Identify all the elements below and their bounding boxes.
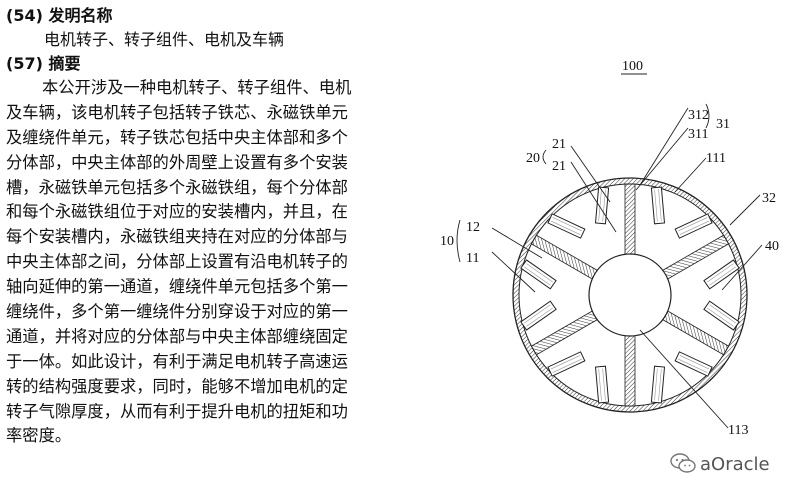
label-10: 10 — [440, 234, 454, 249]
rotor-figure: 100 312 311 31 20 21 21 111 32 10 12 11 … — [400, 0, 800, 498]
abstract-line: 轴向延伸的第一通道，缠绕件单元包括多个第一 — [6, 277, 348, 297]
invention-title: 电机转子、转子组件、电机及车辆 — [44, 30, 285, 49]
abstract-panel: (54) 发明名称 电机转子、转子组件、电机及车辆 (57) 摘要 本公开涉及一… — [6, 4, 406, 449]
label-12: 12 — [466, 220, 480, 235]
abstract-line: 及缠绕件单元，转子铁芯包括中央主体部和多个 — [6, 127, 348, 147]
label-32: 32 — [762, 191, 776, 206]
label-100: 100 — [622, 59, 643, 74]
leader-lines — [456, 103, 763, 429]
label-21-upper: 21 — [552, 137, 566, 152]
label-31: 31 — [716, 117, 730, 132]
label-312: 312 — [688, 108, 709, 123]
label-111: 111 — [706, 151, 726, 166]
abstract-body: 本公开涉及一种电机转子、转子组件、电机 及车辆，该电机转子包括转子铁芯、永磁铁单… — [6, 76, 406, 449]
rotor-diagram: 100 312 311 31 20 21 21 111 32 10 12 11 … — [440, 59, 779, 438]
abstract-line: 和每个永磁铁组位于对应的安装槽内，并且，在 — [6, 202, 348, 222]
abstract-line: 缠绕件，多个第一缠绕件分别穿设于对应的第一 — [6, 302, 348, 322]
label-11: 11 — [466, 251, 479, 266]
abstract-line: 中央主体部之间，分体部上设置有沿电机转子的 — [6, 252, 348, 272]
watermark-text: aOracle — [700, 454, 770, 475]
abstract-line: 率密度。 — [6, 426, 72, 446]
abstract-line: 转子气隙厚度，从而有利于提升电机的扭矩和功 — [6, 401, 348, 421]
abstract-line: 及车辆，该电机转子包括转子铁芯、永磁铁单元 — [6, 102, 348, 122]
abstract-line: 于一体。如此设计，有利于满足电机转子高速运 — [6, 351, 348, 371]
label-40: 40 — [765, 239, 779, 254]
abstract-line: 通道，并将对应的分体部与中央主体部缠绕固定 — [6, 326, 348, 346]
watermark: aOracle — [670, 453, 770, 475]
section-54-heading: (54) 发明名称 — [6, 6, 113, 25]
abstract-line: 转的结构强度要求，同时，能够不增加电机的定 — [6, 376, 348, 396]
wechat-icon — [670, 453, 696, 473]
abstract-line: 本公开涉及一种电机转子、转子组件、电机 — [42, 78, 352, 97]
abstract-line: 分体部，中央主体部的外周壁上设置有多个安装 — [6, 152, 348, 172]
label-113: 113 — [728, 423, 748, 438]
central-bore — [588, 253, 672, 337]
label-311: 311 — [688, 127, 708, 142]
label-20: 20 — [526, 151, 540, 166]
section-57-heading: (57) 摘要 — [6, 54, 81, 73]
label-21-lower: 21 — [552, 159, 566, 174]
abstract-line: 槽，永磁铁单元包括多个永磁铁组，每个分体部 — [6, 177, 348, 197]
abstract-line: 每个安装槽内，永磁铁组夹持在对应的分体部与 — [6, 227, 348, 247]
